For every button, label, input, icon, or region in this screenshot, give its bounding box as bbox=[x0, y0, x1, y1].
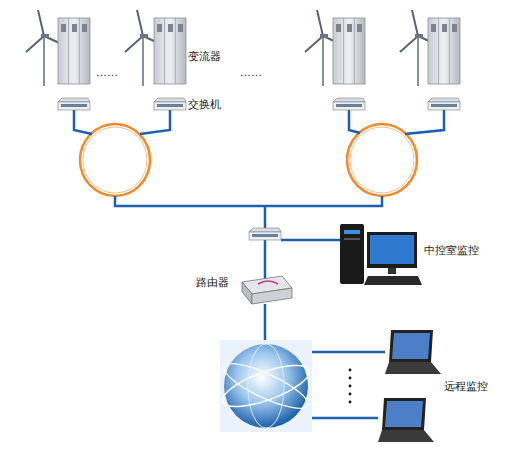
remote-monitor-node: 远程监控 bbox=[444, 380, 488, 395]
switch-label-node: 交换机 bbox=[188, 98, 221, 113]
central-monitor-node: 中控室监控 bbox=[424, 244, 479, 259]
node-label: 变流器 bbox=[188, 50, 221, 64]
node-label: 路由器 bbox=[196, 276, 229, 290]
node-label: 中控室监控 bbox=[424, 244, 479, 258]
router-label-node: 路由器 bbox=[196, 276, 229, 291]
node-label: 远程监控 bbox=[444, 380, 488, 394]
ellipsis-mark: …… bbox=[240, 66, 262, 80]
converter-label-node: 变流器 bbox=[188, 50, 221, 65]
ellipsis-mark: …… bbox=[96, 66, 118, 80]
node-label: 交换机 bbox=[188, 98, 221, 112]
